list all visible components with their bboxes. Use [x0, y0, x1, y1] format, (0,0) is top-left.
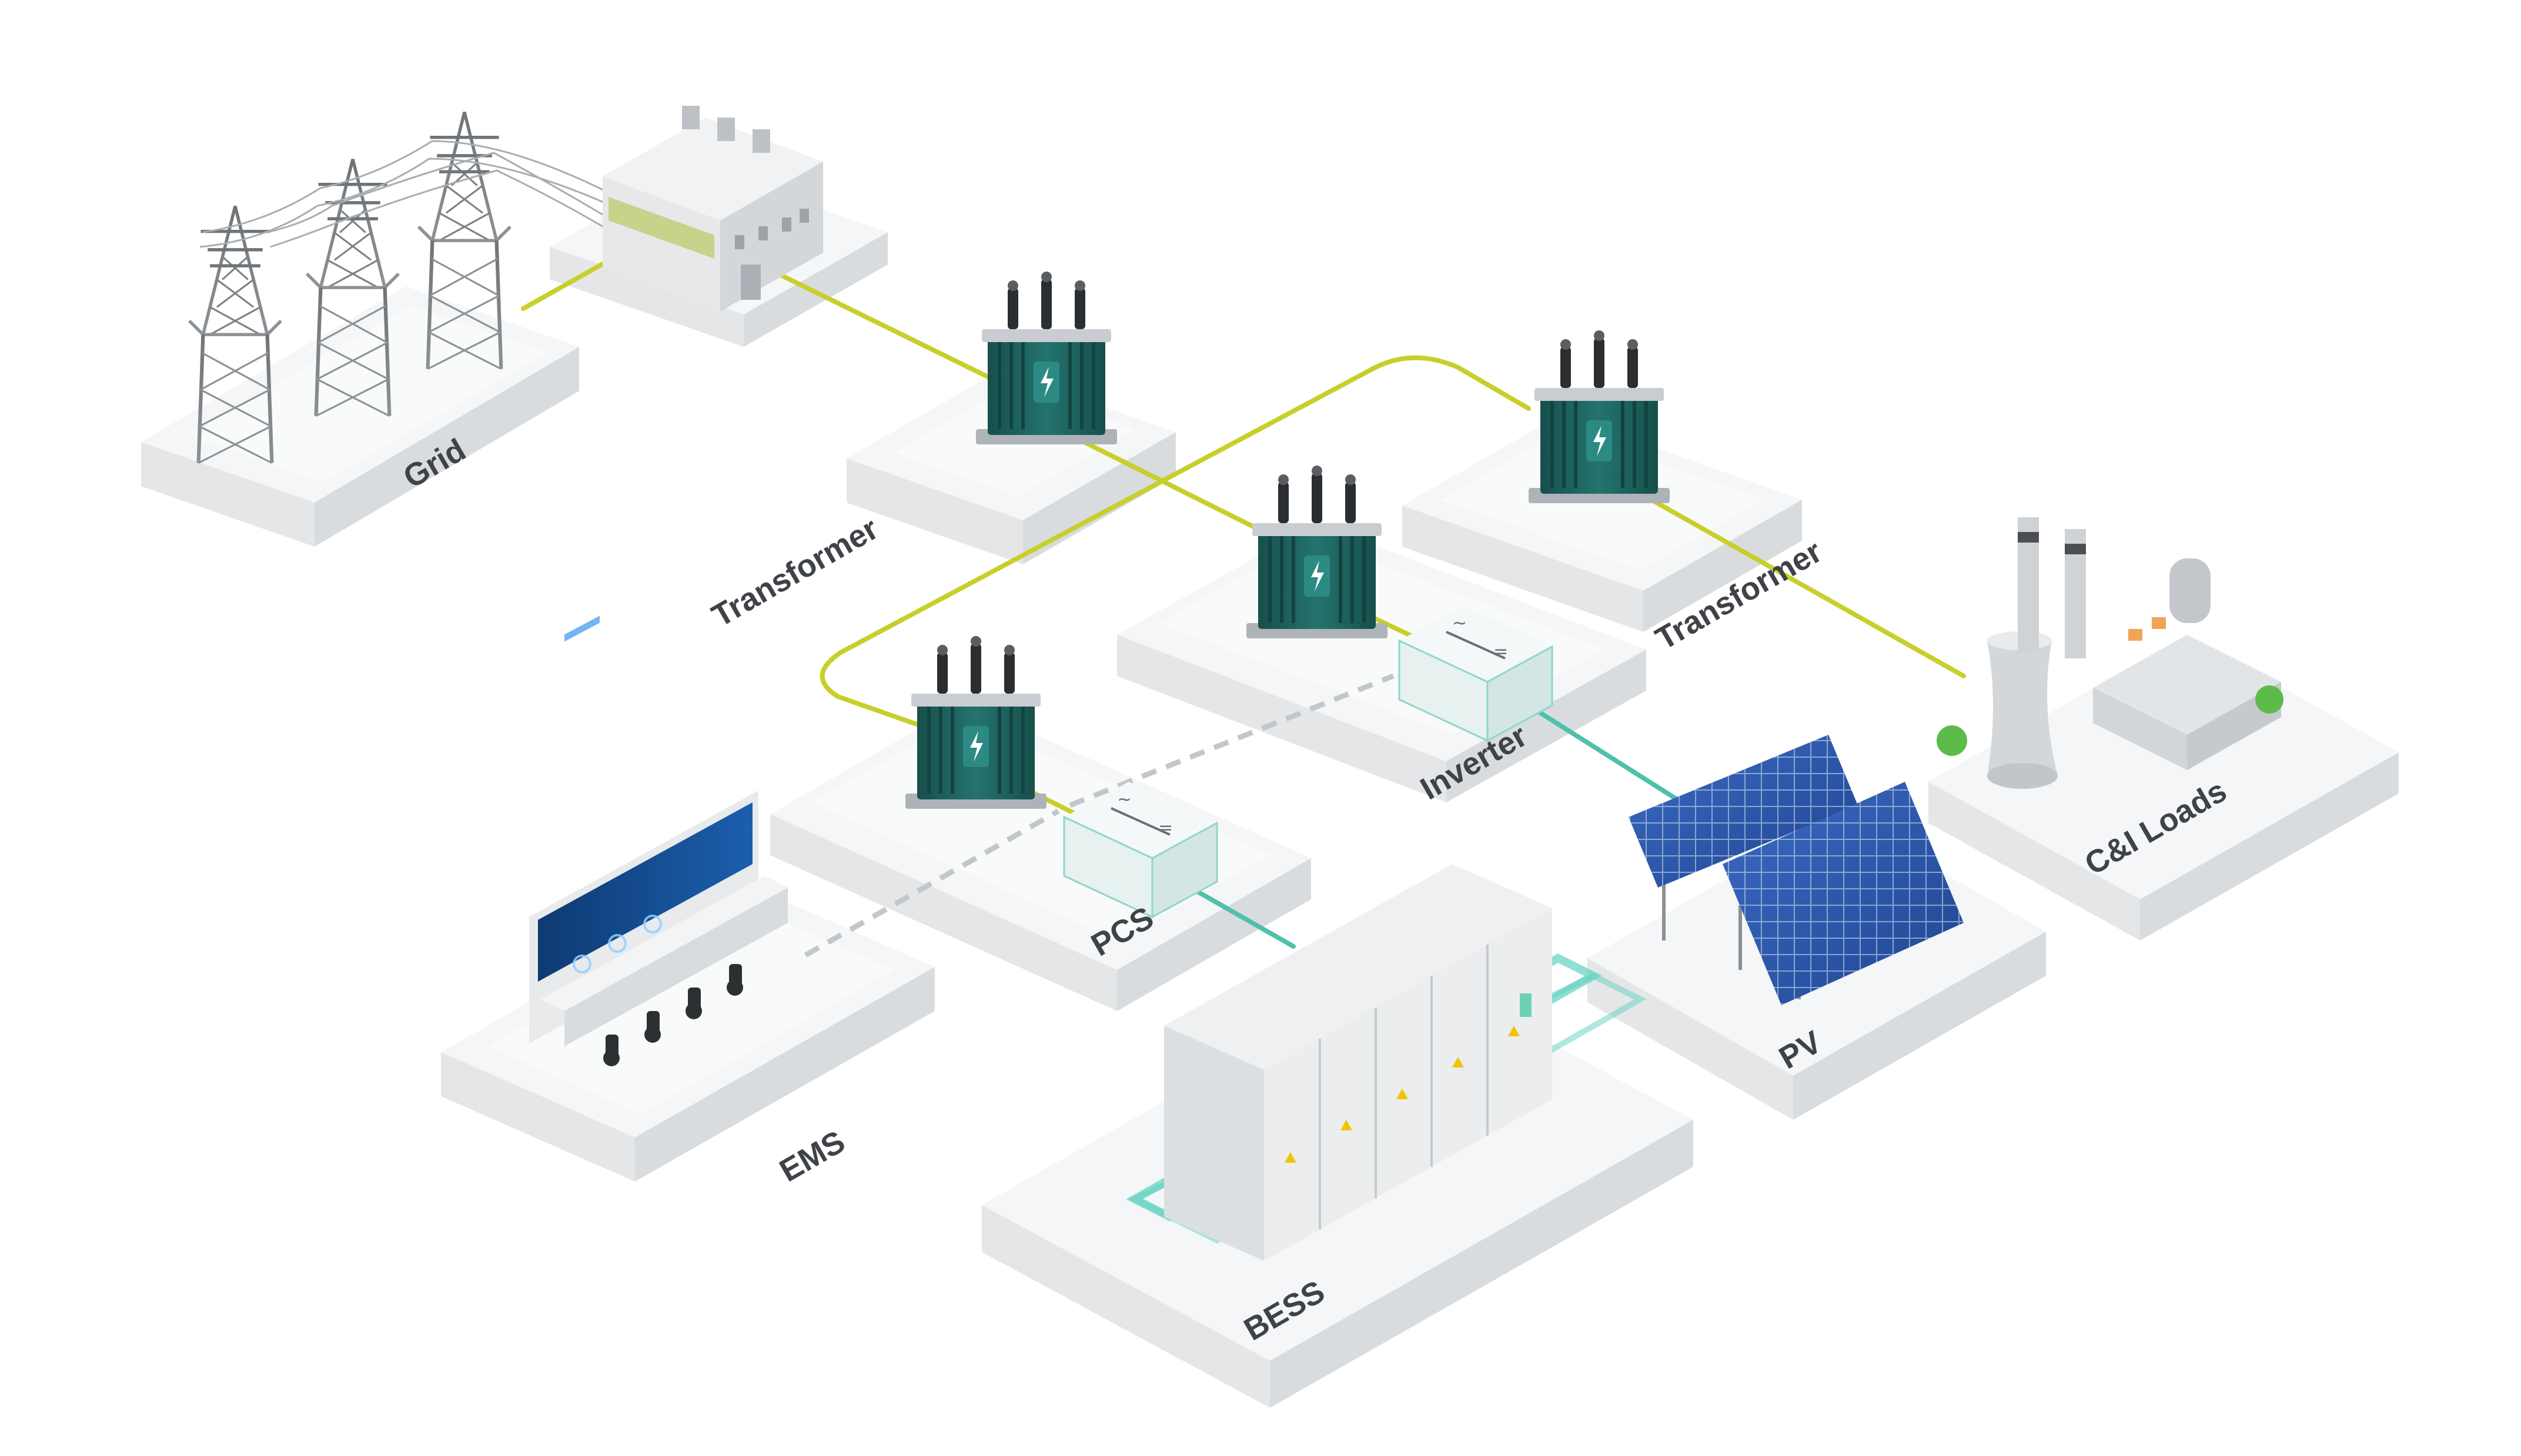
label-ems: EMS	[774, 1124, 851, 1189]
pcs-icon: ~ =	[1063, 782, 1218, 919]
ac-line-transformer-3-transformer-4	[820, 355, 1531, 737]
transformer-1-icon	[976, 272, 1117, 444]
svg-text:~: ~	[1452, 613, 1467, 634]
industrial-plant-icon	[1937, 517, 2283, 789]
comm-line-pcs-inverter	[1069, 673, 1395, 808]
bess-container-icon	[1126, 864, 1647, 1261]
ems-control-room-icon	[529, 615, 788, 1066]
substation-building-icon	[603, 106, 823, 312]
label-transformer-left: Transformer	[706, 511, 884, 634]
ac-line-transformer-3-loads	[1597, 468, 1966, 678]
transformer-2-icon	[1246, 466, 1387, 638]
transformer-3-icon	[1529, 330, 1670, 503]
transformer-4-icon	[905, 636, 1046, 809]
svg-text:~: ~	[1117, 789, 1132, 810]
comm-line-ems-pcs	[804, 809, 1060, 958]
inverter-icon: ~ =	[1398, 605, 1553, 742]
comm-lines	[804, 673, 1395, 958]
transmission-towers-icon	[189, 112, 618, 463]
solar-panels-icon	[1629, 735, 1964, 1005]
svg-text:=: =	[1158, 818, 1173, 838]
svg-text:=: =	[1493, 641, 1508, 662]
